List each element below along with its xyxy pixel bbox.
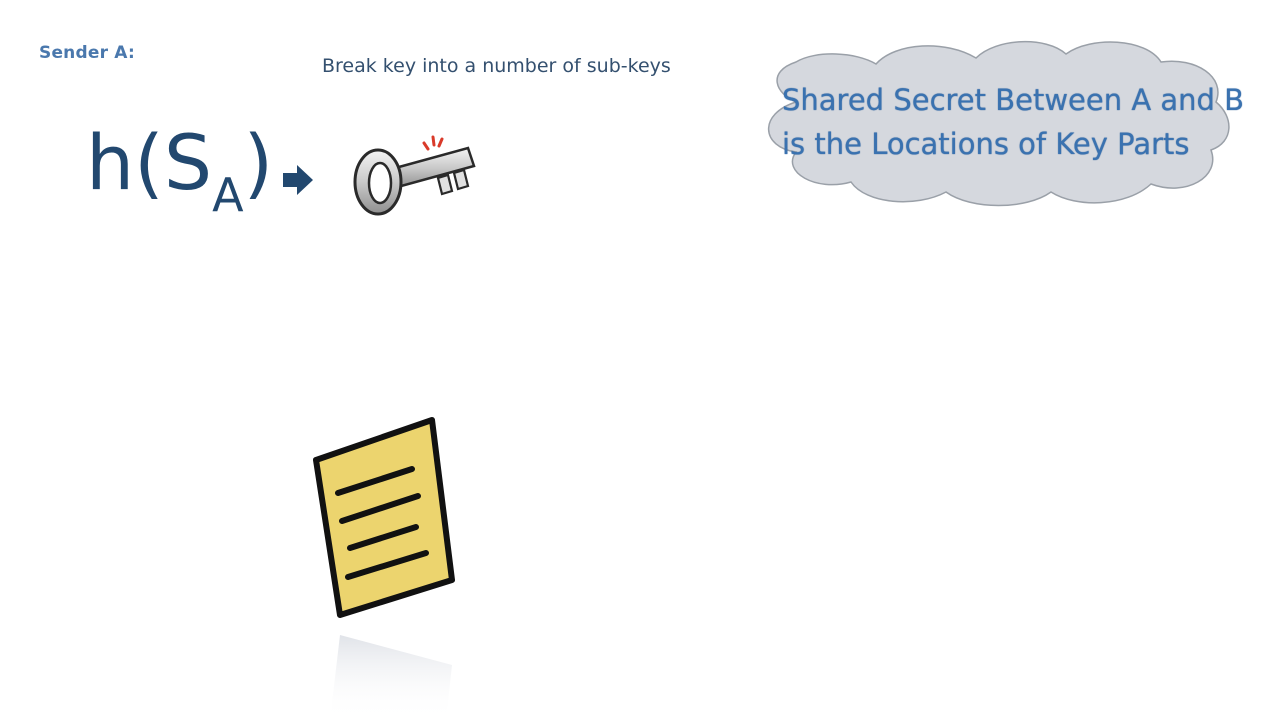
- sender-label: Sender A:: [39, 43, 135, 63]
- hash-expression: h(SA): [86, 125, 273, 219]
- hash-close-paren: ): [243, 118, 274, 207]
- document-reflection: [330, 635, 452, 720]
- cloud-shape: [768, 40, 1230, 207]
- hash-subscript: A: [212, 168, 244, 222]
- cloud-text: Shared Secret Between A and B is the Loc…: [782, 83, 1245, 161]
- step-title: Break key into a number of sub-keys: [322, 55, 671, 77]
- key-icon: [353, 135, 476, 216]
- document-note-icon: [313, 417, 455, 618]
- right-arrow-icon: [283, 165, 313, 195]
- hash-function: h(S: [86, 118, 213, 207]
